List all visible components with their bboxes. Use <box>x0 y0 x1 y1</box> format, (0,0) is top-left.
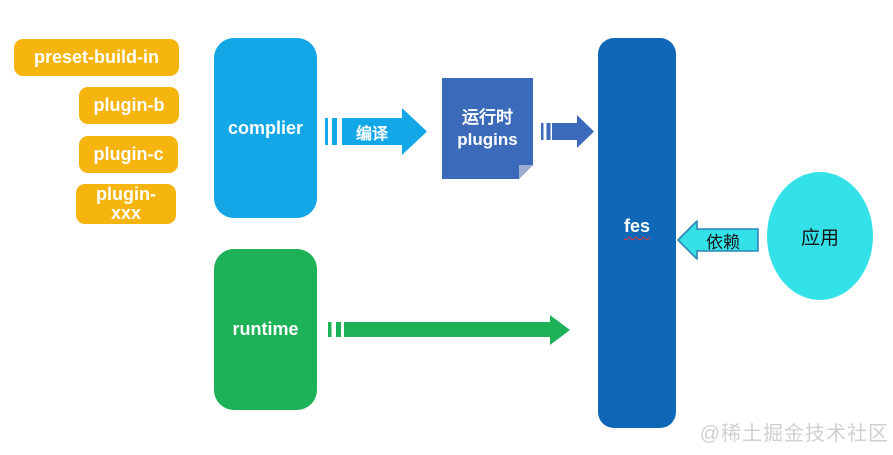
depends-arrow-body <box>677 220 759 260</box>
fes-node: fes <box>598 38 676 428</box>
plugin-box-plugin-xxx: plugin-xxx <box>76 184 176 224</box>
runtime-plugins-node: 运行时 plugins <box>442 78 533 179</box>
compile-arrow-stripe-thin <box>325 118 328 145</box>
compile-arrow-stripe-thick <box>332 118 337 145</box>
plugins-to-fes-body <box>552 115 594 148</box>
runtime-to-fes-arrow <box>328 315 570 345</box>
compile-arrow <box>325 108 427 155</box>
runtime-plugins-label-en: plugins <box>457 129 518 149</box>
compile-arrow-body <box>342 108 427 155</box>
plugin-box-plugin-b: plugin-b <box>79 87 179 124</box>
plugin-box-plugin-c: plugin-c <box>79 136 178 173</box>
plugins-to-fes-stripe-thin <box>541 123 544 140</box>
plugins-to-fes-stripe-thick <box>546 123 551 140</box>
compile-arrow-label: 编译 <box>355 125 388 143</box>
app-ellipse: 应用 <box>767 172 873 300</box>
plugins-to-fes-arrow <box>541 115 594 148</box>
folded-corner <box>519 165 533 179</box>
complier-node: complier <box>214 38 317 218</box>
runtime-arrow-body <box>344 315 570 345</box>
runtime-node: runtime <box>214 249 317 410</box>
runtime-arrow-stripe-thick <box>336 322 341 337</box>
depends-arrow <box>677 220 759 260</box>
runtime-plugins-label-cn: 运行时 <box>462 107 513 127</box>
fes-label: fes <box>623 216 650 236</box>
runtime-arrow-stripe-thin <box>328 322 332 337</box>
watermark: @稀土掘金技术社区 <box>699 423 889 445</box>
plugin-box-preset-build-in: preset-build-in <box>14 39 179 76</box>
depends-arrow-label: 依赖 <box>706 232 740 252</box>
